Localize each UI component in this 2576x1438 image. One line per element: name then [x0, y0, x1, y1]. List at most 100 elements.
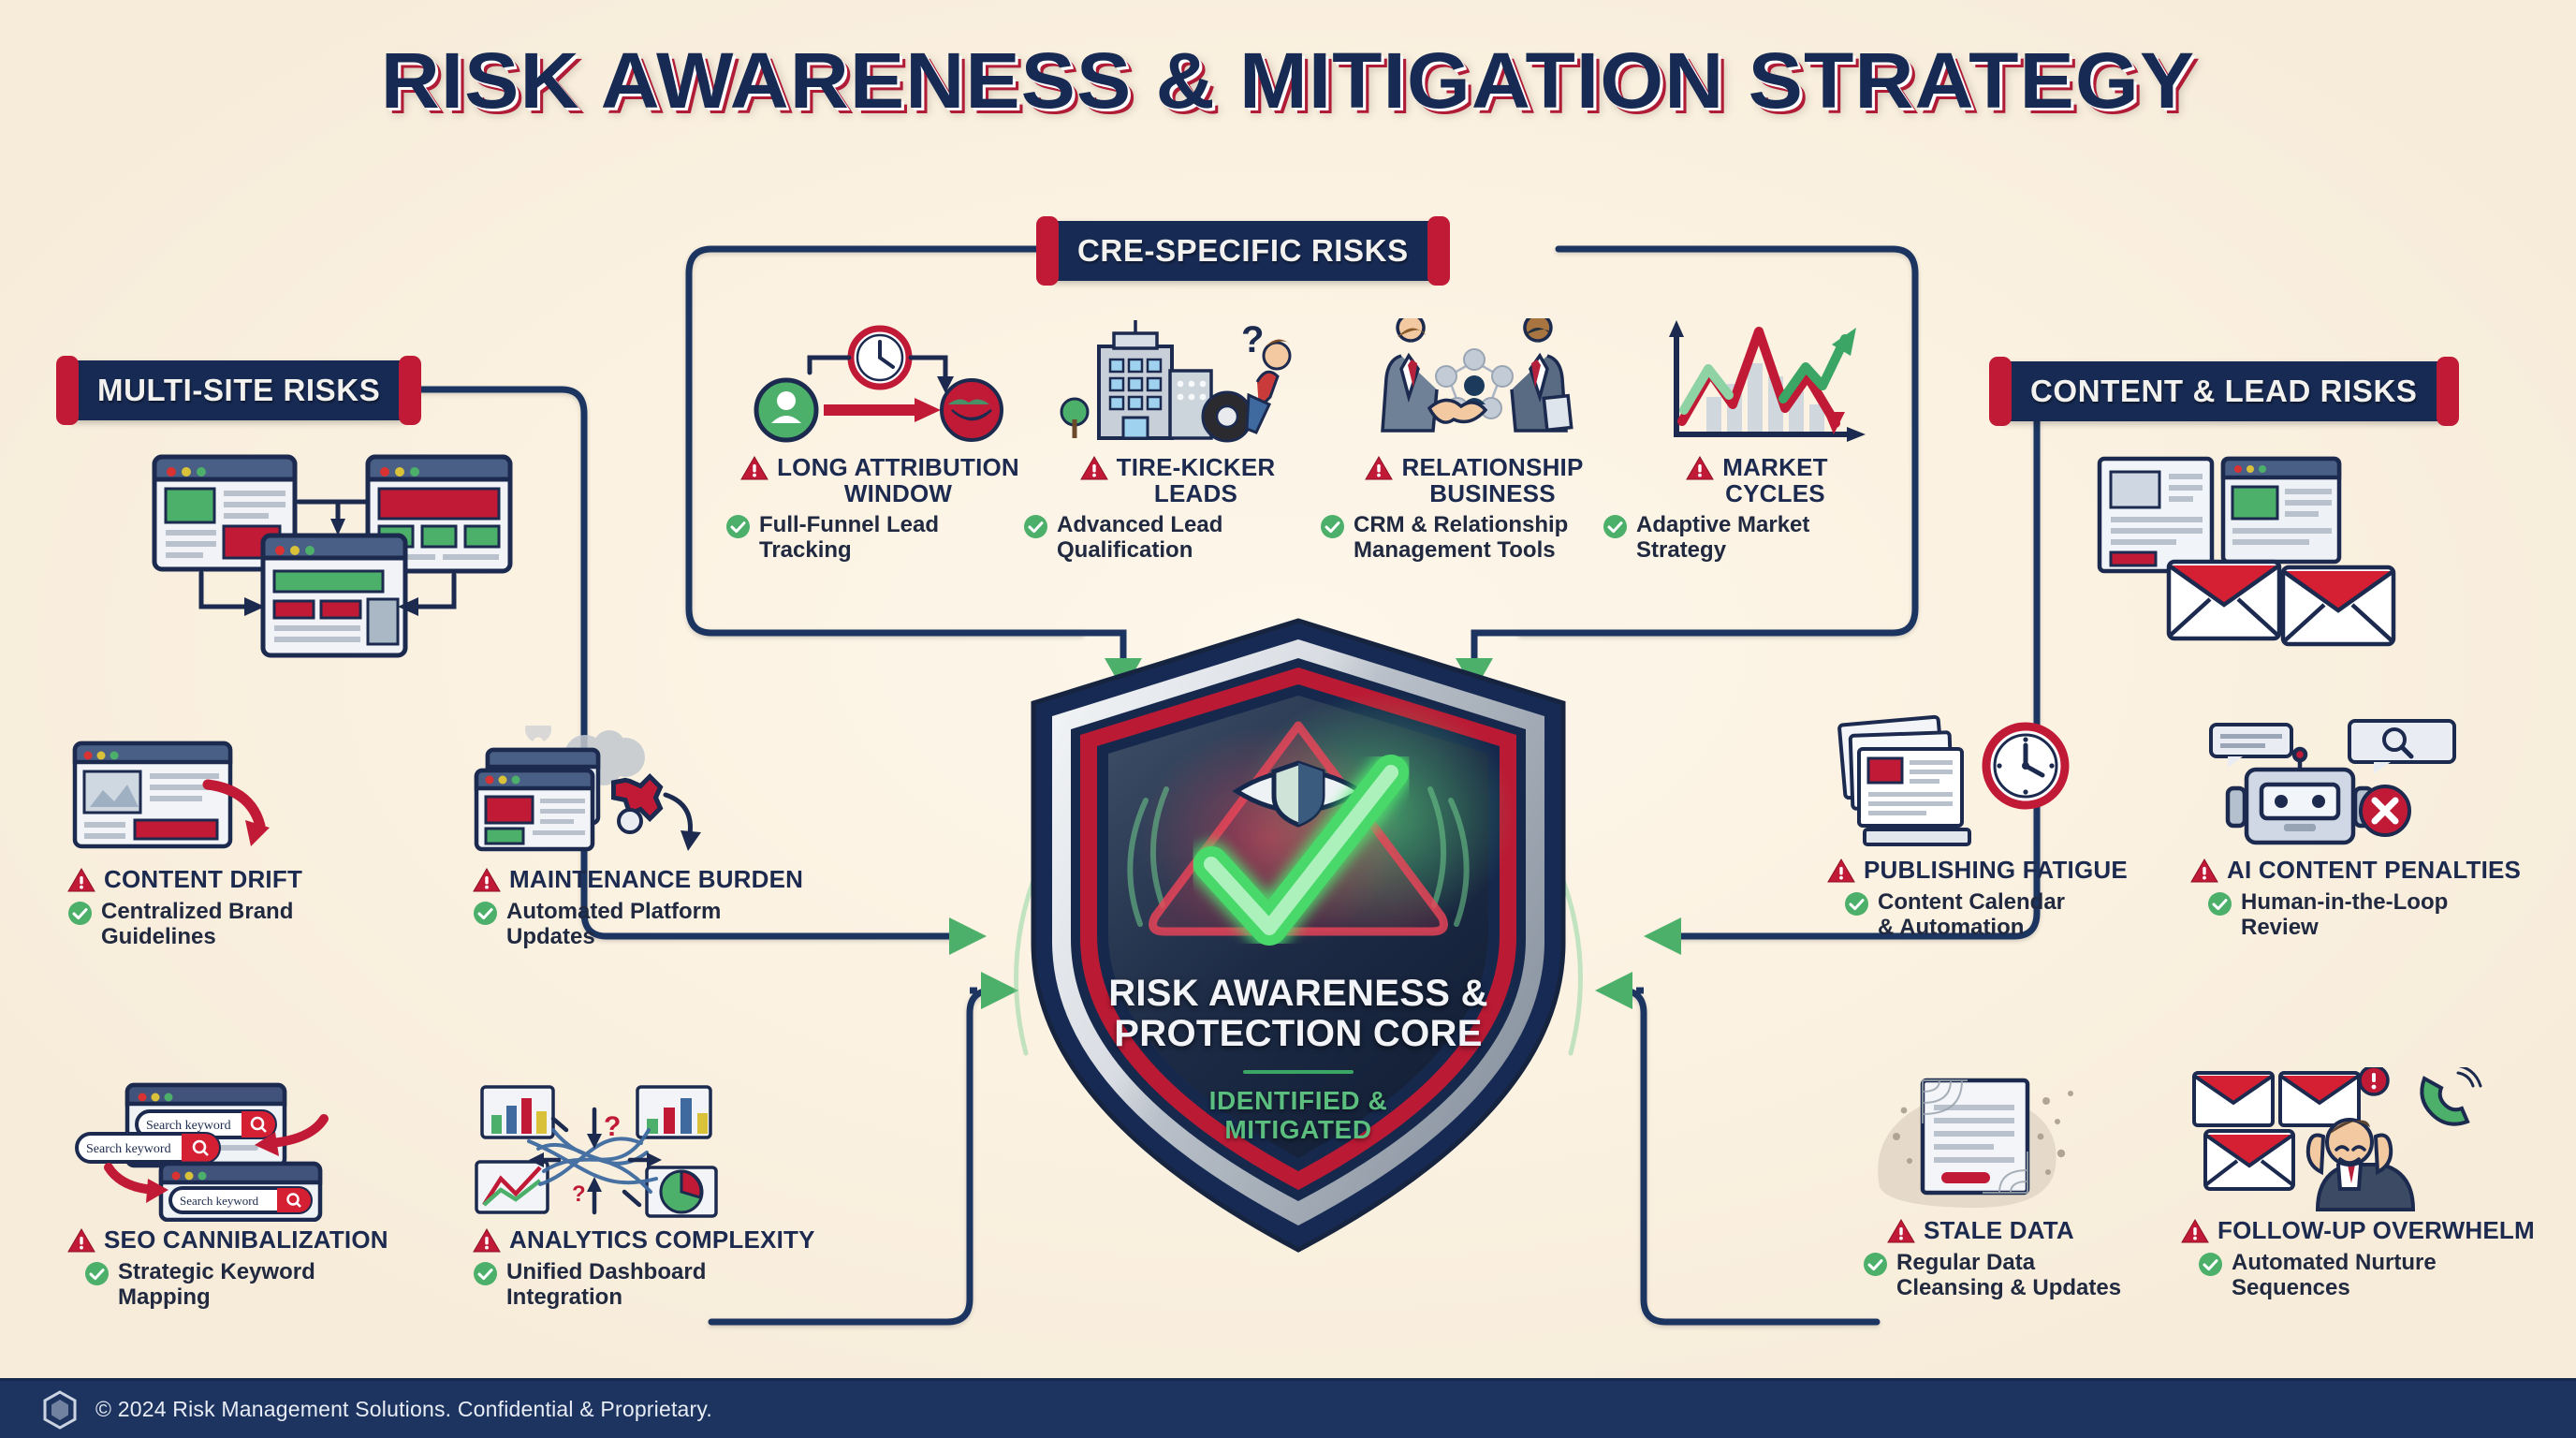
risk-card-relationship-business[interactable]: RELATIONSHIP BUSINESS CRM & Relationship… [1320, 309, 1629, 564]
documents-clock-icon [1827, 712, 2230, 852]
svg-text:?: ? [1241, 319, 1264, 360]
warning-triangle-icon [1365, 456, 1394, 480]
risk-card-stale-data[interactable]: STALE DATA Regular Data Cleansing & Upda… [1863, 1072, 2265, 1301]
solution-row: Adaptive Market Strategy [1603, 512, 1911, 564]
risk-label-row: AI CONTENT PENALTIES [2190, 856, 2576, 884]
solution-text: Adaptive Market Strategy [1636, 512, 1810, 563]
section-header-content-lead-risks[interactable]: CONTENT & LEAD RISKS [1989, 357, 2459, 426]
risk-title: SEO CANNIBALIZATION [104, 1225, 388, 1254]
market-chart-icon [1603, 309, 1911, 449]
solution-text: Automated Nurture Sequences [2232, 1250, 2437, 1300]
risk-title: AI CONTENT PENALTIES [2227, 856, 2522, 884]
solution-row: Automated Platform Updates [473, 899, 875, 950]
warning-triangle-icon [473, 1228, 501, 1253]
risk-card-tire-kicker-leads[interactable]: ? TIRE-KICKER LEADS Advanced Lead Qualif… [1023, 309, 1332, 564]
documents-envelopes-icon [2069, 440, 2443, 655]
check-circle-icon [85, 1262, 109, 1285]
risk-card-long-attribution-window[interactable]: LONG ATTRIBUTION WINDOW Full-Funnel Lead… [725, 309, 1034, 564]
solution-row: Regular Data Cleansing & Updates [1863, 1250, 2265, 1301]
warning-triangle-icon [67, 868, 95, 892]
risk-card-analytics-complexity[interactable]: ? ? ANALYTICS COMPLEXITY Unified Dashboa… [473, 1081, 875, 1311]
solution-row: Centralized Brand Guidelines [67, 899, 470, 950]
risk-title: PUBLISHING FATIGUE [1864, 856, 2128, 884]
solution-text: CRM & Relationship Management Tools [1354, 512, 1569, 563]
warning-triangle-icon [2181, 1219, 2209, 1243]
risk-title: LONG ATTRIBUTION WINDOW [777, 453, 1019, 507]
risk-card-seo-cannibalization[interactable]: Search keyword Search keyword [67, 1081, 470, 1311]
tangled-charts-icon: ? ? [473, 1081, 875, 1222]
risk-label-row: PUBLISHING FATIGUE [1827, 856, 2230, 884]
risk-label-row: FOLLOW-UP OVERWHELM [2181, 1217, 2576, 1244]
shield-graphic [1014, 618, 1583, 1253]
risk-title: ANALYTICS COMPLEXITY [509, 1225, 815, 1254]
risk-card-content-drift[interactable]: CONTENT DRIFT Centralized Brand Guidelin… [67, 721, 470, 950]
solution-row: Automated Nurture Sequences [2181, 1250, 2576, 1301]
warning-triangle-icon [1079, 456, 1108, 480]
risk-card-publishing-fatigue[interactable]: PUBLISHING FATIGUE Content Calendar & Au… [1827, 712, 2230, 941]
hexagon-logo-icon [43, 1389, 77, 1430]
search-placeholder-mid: Search keyword [86, 1142, 171, 1156]
dusty-cobweb-document-icon [1863, 1072, 2265, 1212]
three-browser-windows-icon [131, 431, 534, 665]
overwhelmed-person-emails-icon [2181, 1067, 2576, 1212]
footer-bar: © 2024 Risk Management Solutions. Confid… [0, 1378, 2576, 1438]
solution-text: Automated Platform Updates [506, 899, 722, 949]
warning-triangle-icon [2190, 858, 2218, 883]
warning-triangle-icon [1827, 858, 1855, 883]
svg-text:?: ? [572, 1181, 586, 1207]
risk-label-row: CONTENT DRIFT [67, 865, 470, 893]
content-lead-overview-illustration [2069, 440, 2443, 661]
solution-row: CRM & Relationship Management Tools [1320, 512, 1629, 564]
check-circle-icon [474, 1262, 497, 1285]
svg-text:?: ? [604, 1111, 621, 1142]
solution-row: Advanced Lead Qualification [1023, 512, 1332, 564]
risk-label-row: TIRE-KICKER LEADS [1023, 453, 1332, 507]
solution-row: Strategic Keyword Mapping [67, 1259, 470, 1311]
check-circle-icon [68, 902, 92, 925]
handshake-network-icon [1320, 309, 1629, 449]
check-circle-icon [2199, 1253, 2222, 1276]
risk-title: RELATIONSHIP BUSINESS [1401, 453, 1584, 507]
risk-label-row: SEO CANNIBALIZATION [67, 1225, 470, 1254]
risk-title: MARKET CYCLES [1722, 453, 1828, 507]
duplicate-search-bars-icon: Search keyword Search keyword [67, 1081, 470, 1222]
protection-core-shield[interactable]: RISK AWARENESS & PROTECTION CORE IDENTIF… [1009, 613, 1588, 1269]
check-circle-icon [1845, 892, 1868, 916]
risk-card-ai-content-penalties[interactable]: AI CONTENT PENALTIES Human-in-the-Loop R… [2190, 712, 2576, 941]
browser-gear-smoke-icon [473, 721, 875, 861]
check-circle-icon [1864, 1253, 1887, 1276]
solution-row: Content Calendar & Automation [1827, 889, 2230, 941]
title-container: RISK AWARENESS & MITIGATION STRATEGY [0, 36, 2576, 126]
solution-text: Strategic Keyword Mapping [118, 1259, 315, 1310]
risk-card-market-cycles[interactable]: MARKET CYCLES Adaptive Market Strategy [1603, 309, 1911, 564]
solution-row: Full-Funnel Lead Tracking [725, 512, 1034, 564]
risk-label-row: MAINTENANCE BURDEN [473, 866, 875, 893]
solution-row: Human-in-the-Loop Review [2190, 889, 2576, 941]
document-image-arrow-icon [67, 721, 470, 861]
risk-card-maintenance-burden[interactable]: MAINTENANCE BURDEN Automated Platform Up… [473, 721, 875, 950]
page-title: RISK AWARENESS & MITIGATION STRATEGY [380, 37, 2196, 125]
check-circle-icon [2208, 892, 2232, 916]
building-tire-kicker-icon: ? [1023, 309, 1332, 449]
search-placeholder-bottom: Search keyword [180, 1194, 259, 1208]
risk-label-row: MARKET CYCLES [1603, 453, 1911, 507]
solution-text: Advanced Lead Qualification [1057, 512, 1223, 563]
copyright-text: © 2024 Risk Management Solutions. Confid… [95, 1397, 712, 1421]
solution-text: Regular Data Cleansing & Updates [1896, 1250, 2122, 1300]
section-header-multi-site-risks[interactable]: MULTI-SITE RISKS [55, 356, 422, 425]
risk-title: CONTENT DRIFT [104, 865, 303, 893]
risk-title: TIRE-KICKER LEADS [1116, 453, 1276, 507]
solution-text: Human-in-the-Loop Review [2241, 889, 2449, 940]
person-clock-handshake-icon [725, 309, 1034, 449]
risk-card-follow-up-overwhelm[interactable]: FOLLOW-UP OVERWHELM Automated Nurture Se… [2181, 1067, 2576, 1301]
risk-label-row: LONG ATTRIBUTION WINDOW [725, 453, 1034, 507]
risk-label-row: ANALYTICS COMPLEXITY [473, 1225, 875, 1254]
search-placeholder-top: Search keyword [146, 1119, 231, 1133]
check-circle-icon [1603, 515, 1627, 539]
solution-text: Unified Dashboard Integration [506, 1259, 707, 1310]
check-circle-icon [474, 902, 497, 925]
section-header-cre-specific-risks[interactable]: CRE-SPECIFIC RISKS [1036, 216, 1450, 286]
check-circle-icon [1024, 515, 1047, 539]
warning-triangle-icon [473, 868, 501, 892]
